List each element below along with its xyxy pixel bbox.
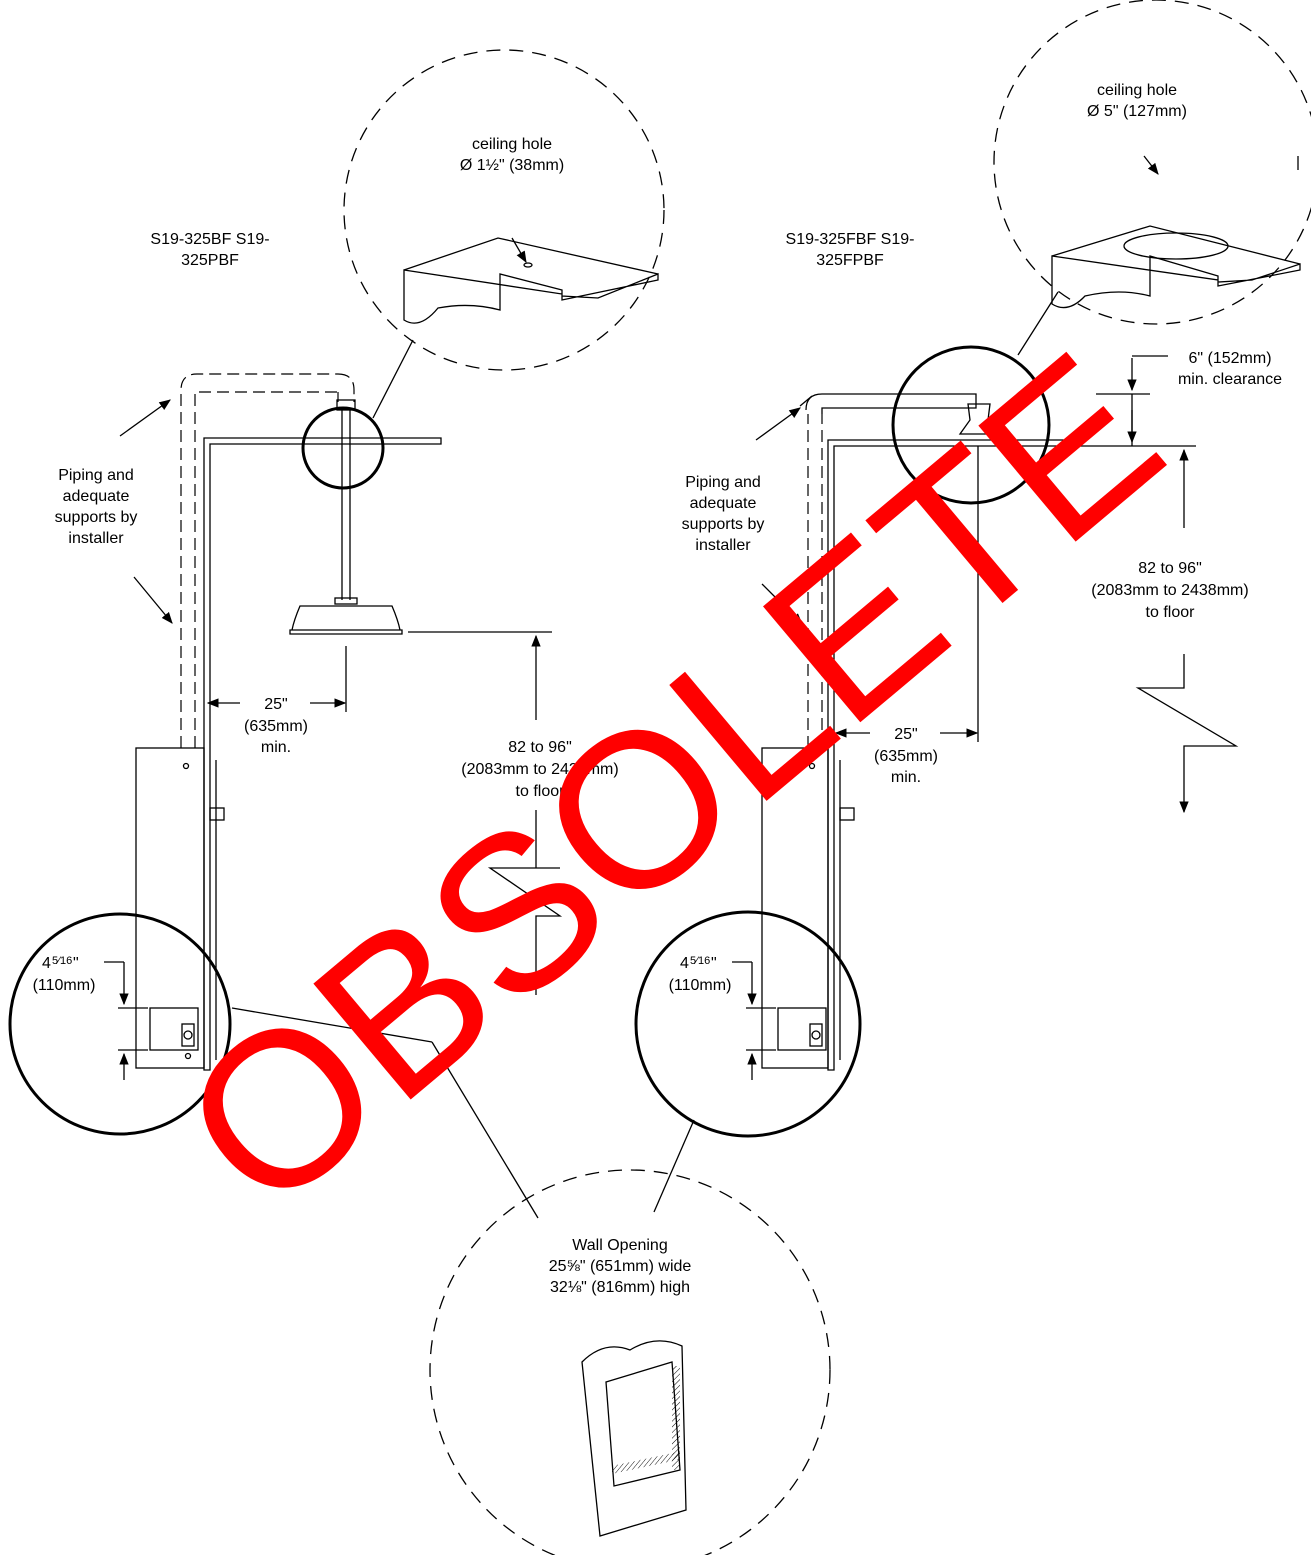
left-valve-height-mm: (110mm): [33, 977, 96, 994]
right-offset-dimension-2: (635mm): [874, 748, 938, 765]
clearance-dimension-1: 6" (152mm): [1188, 350, 1271, 367]
right-offset-dimension-1: 25": [894, 726, 917, 743]
left-showerhead: [289, 605, 403, 635]
left-offset-dimension-3: min.: [261, 739, 291, 756]
left-valve-height-dimension: 4: [42, 955, 51, 972]
right-piping-note-1: Piping and: [685, 474, 761, 491]
left-piping-note-3: supports by: [55, 509, 138, 526]
left-piping-note-4: installer: [68, 530, 124, 547]
right-piping-note-2: adequate: [690, 495, 757, 512]
left-dashed-piping: [180, 373, 355, 748]
left-piping-note-2: adequate: [63, 488, 130, 505]
left-ceiling-hole-label: ceiling hole: [472, 136, 552, 153]
right-ceiling-hole-size: Ø 5" (127mm): [1087, 103, 1187, 120]
right-valve-height-mm: (110mm): [669, 977, 732, 994]
wall-opening-width: 25⅝" (651mm) wide: [549, 1258, 692, 1275]
right-model-label-1: S19-325FBF S19-: [786, 231, 915, 248]
left-model-label-2: 325PBF: [181, 252, 239, 269]
left-ceiling-wall: [203, 437, 442, 1071]
right-valve-height-fraction: 5⁄16: [690, 955, 710, 967]
right-valve-box: [761, 747, 855, 1069]
left-shower-pipe: [334, 399, 358, 605]
left-ceiling-hole-size: Ø 1½" (38mm): [460, 157, 564, 174]
right-offset-dimension-3: min.: [891, 769, 921, 786]
obsolete-watermark: OBSOLETE: [138, 306, 1205, 1257]
right-height-dimension-1: 82 to 96": [1138, 560, 1202, 577]
left-valve-callout-circle: [8, 912, 232, 1136]
left-piping-note-1: Piping and: [58, 467, 134, 484]
right-shower-assembly: ceiling hole Ø 5" (127mm) S19-325FBF S19…: [634, 0, 1311, 1138]
left-offset-dimension-1: 25": [264, 696, 287, 713]
left-height-dimension-2: (2083mm to 2438mm): [461, 761, 618, 778]
wall-opening-height: 32⅛" (816mm) high: [550, 1279, 690, 1296]
left-offset-dimension-2: (635mm): [244, 718, 308, 735]
left-model-label-1: S19-325BF S19-: [150, 231, 269, 248]
right-model-label-2: 325FPBF: [816, 252, 884, 269]
right-ceiling-hole-label: ceiling hole: [1097, 82, 1177, 99]
left-valve-height-fraction: 5⁄16: [52, 955, 72, 967]
right-showerhead: [958, 403, 1000, 435]
left-ceiling-detail: ceiling hole Ø 1½" (38mm): [343, 49, 665, 371]
left-valve-height-inch: ": [73, 955, 79, 972]
left-height-dimension-1: 82 to 96": [508, 739, 572, 756]
right-valve-callout-circle: [634, 910, 862, 1138]
wall-opening-detail: Wall Opening 25⅝" (651mm) wide 32⅛" (816…: [231, 1007, 831, 1555]
left-valve-box: [135, 747, 225, 1069]
right-ceiling-callout-circle: [891, 345, 1051, 505]
left-ceiling-callout-circle: [301, 406, 385, 490]
right-height-dimension-2: (2083mm to 2438mm): [1091, 582, 1248, 599]
left-shower-assembly: ceiling hole Ø 1½" (38mm) S19-325BF S19-…: [8, 49, 665, 1136]
right-height-dimension-3: to floor: [1146, 604, 1196, 621]
clearance-dimension-2: min. clearance: [1178, 371, 1282, 388]
right-piping-note-4: installer: [695, 537, 751, 554]
left-height-dimension-3: to floor: [516, 783, 566, 800]
right-ceiling-detail: ceiling hole Ø 5" (127mm): [993, 0, 1311, 325]
right-dashed-piping: [799, 393, 977, 748]
right-valve-height-dimension: 4: [680, 955, 689, 972]
right-valve-height-inch: ": [711, 955, 717, 972]
right-ceiling-wall: [827, 439, 1071, 1071]
wall-opening-title: Wall Opening: [572, 1237, 667, 1254]
right-piping-note-3: supports by: [682, 516, 765, 533]
